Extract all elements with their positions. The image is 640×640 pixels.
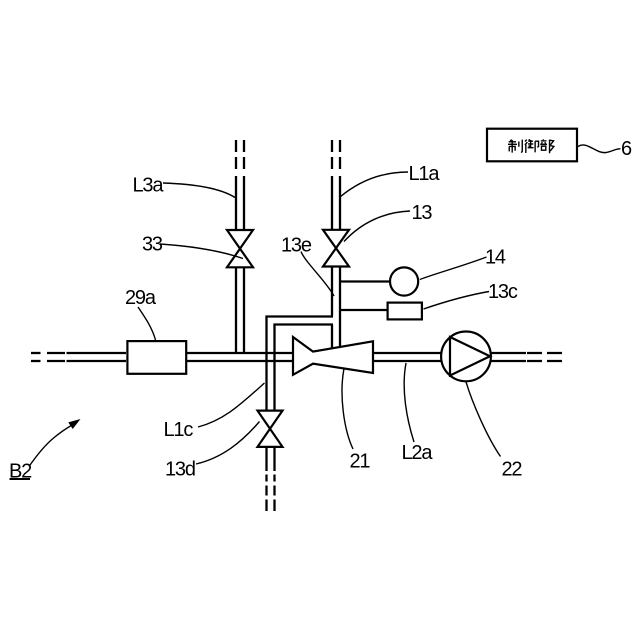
svg-text:22: 22 (502, 459, 523, 481)
svg-text:6: 6 (621, 138, 632, 160)
svg-text:13e: 13e (281, 235, 312, 257)
svg-text:L2a: L2a (402, 442, 434, 464)
svg-text:L1a: L1a (409, 163, 441, 185)
svg-text:13c: 13c (488, 281, 518, 303)
svg-text:33: 33 (142, 234, 163, 256)
svg-text:L1c: L1c (164, 419, 194, 441)
svg-text:B2: B2 (9, 461, 32, 483)
svg-text:29a: 29a (125, 287, 157, 309)
svg-text:13d: 13d (165, 459, 195, 481)
svg-text:21: 21 (350, 451, 371, 473)
svg-text:L3a: L3a (133, 174, 165, 196)
svg-text:13: 13 (412, 202, 433, 224)
svg-text:14: 14 (485, 247, 506, 269)
